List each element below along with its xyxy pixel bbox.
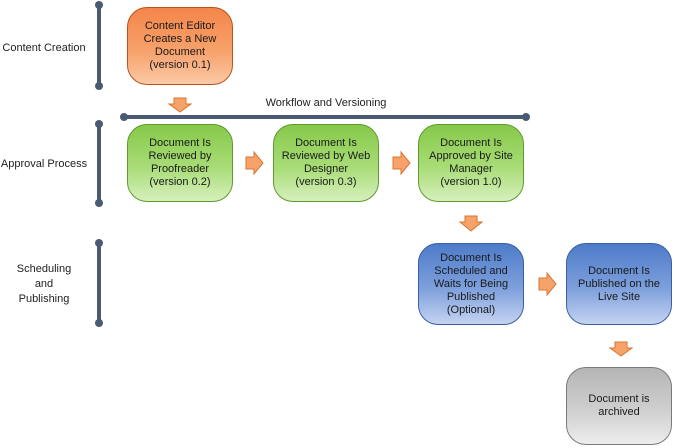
stage-label-content-creation: Content Creation <box>2 42 86 54</box>
stage-bar-scheduling-publishing <box>95 239 103 327</box>
box-reviewed-by-proofreader: Document Is Reviewed by Proofreader (ver… <box>127 124 233 202</box>
arrow-right-scheduled-to-published <box>538 271 557 297</box>
stage-label-scheduling-publishing: Scheduling and Publishing <box>16 263 72 305</box>
stage-label-approval-process: Approval Process <box>0 158 88 170</box>
box-approved-by-site-manager: Document Is Approved by Site Manager (ve… <box>418 124 524 202</box>
workflow-label: Workflow and Versioning <box>265 97 387 109</box>
arrow-down-published-to-archived <box>608 341 634 357</box>
workflow-line <box>120 113 530 121</box>
box-content-editor-creates-document: Content Editor Creates a New Document (v… <box>127 7 233 85</box>
box-scheduled-waits-publishing: Document Is Scheduled and Waits for Bein… <box>418 243 524 325</box>
arrow-right-proofread-to-webdesign <box>245 150 264 176</box>
box-document-archived: Document is archived <box>566 367 672 445</box>
arrow-down-approved-to-scheduled <box>458 215 484 232</box>
stage-bar-content-creation <box>95 1 103 90</box>
box-published-live-site: Document Is Published on the Live Site <box>566 243 672 325</box>
box-reviewed-by-web-designer: Document Is Reviewed by Web Designer (ve… <box>273 124 379 202</box>
arrow-down-create-to-proofread <box>167 97 193 113</box>
stage-bar-approval-process <box>95 120 103 207</box>
arrow-right-webdesign-to-approved <box>392 150 411 176</box>
